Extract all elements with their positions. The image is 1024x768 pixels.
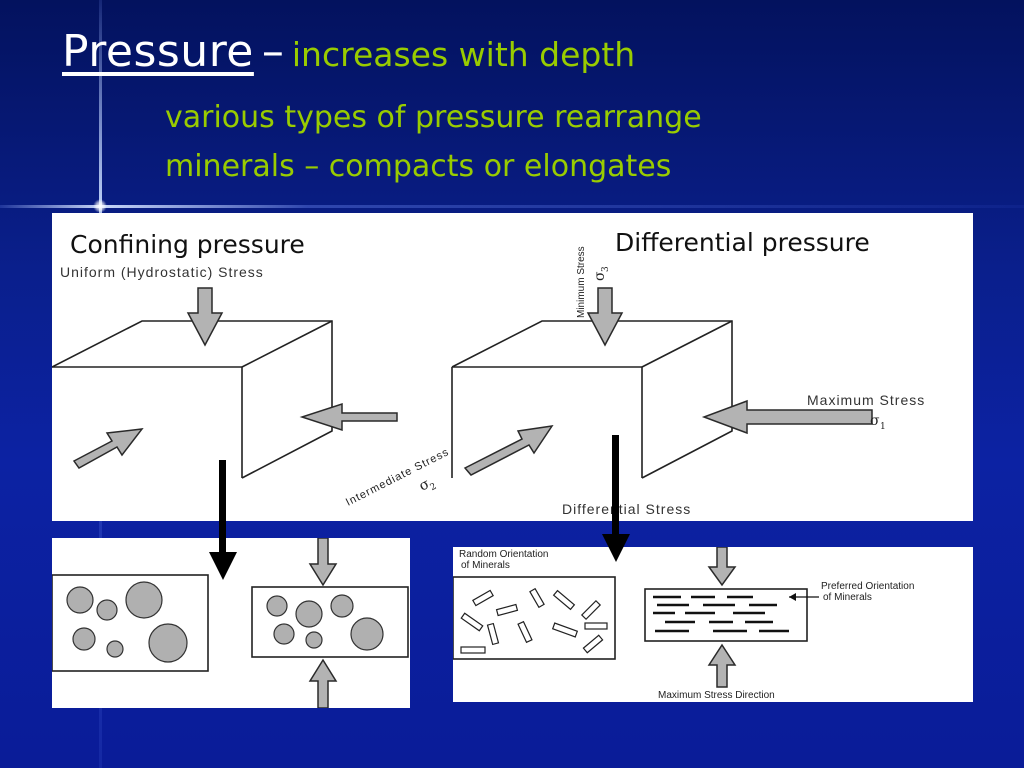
mineral-grain <box>582 634 604 654</box>
aligned-mineral-grains <box>653 595 789 633</box>
svg-text:σ: σ <box>870 413 880 429</box>
differential-cube <box>451 320 733 479</box>
decorative-sparkle <box>93 199 107 213</box>
left-side-arrow <box>299 402 398 432</box>
subtitle-line-1: various types of pressure rearrange <box>165 100 702 135</box>
right-front-arrow <box>463 425 554 476</box>
differential-stress-caption: Differential Stress <box>562 501 691 517</box>
grain-compaction-panel <box>52 538 410 708</box>
top-compression-arrow <box>308 538 338 587</box>
title-dash: – <box>261 26 284 77</box>
preferred-orientation-label: Preferred Orientation <box>821 581 914 592</box>
mineral-grain <box>472 589 494 607</box>
maximum-stress-label: Maximum Stress <box>807 392 925 408</box>
compressed-box <box>251 586 409 658</box>
grain-circle <box>273 623 295 645</box>
down-arrow-confining <box>209 460 237 580</box>
preferred-pointer <box>789 593 819 601</box>
preferred-orientation-label-2: of Minerals <box>823 592 872 603</box>
grain-circle <box>350 617 384 651</box>
decorative-horizontal-line <box>0 205 1024 208</box>
random-minerals-box <box>453 576 616 660</box>
mineral-grain <box>486 622 500 646</box>
grain-circle <box>125 581 163 619</box>
mineral-orientation-diagram: Random Orientation of Minerals <box>453 547 914 701</box>
down-arrow-differential <box>602 435 630 562</box>
mineral-grain <box>552 589 576 611</box>
svg-text:3: 3 <box>601 266 611 272</box>
bottom-stress-arrow <box>707 643 737 688</box>
uniform-stress-caption: Uniform (Hydrostatic) Stress <box>60 264 264 280</box>
sigma-3-label: σ 3 <box>592 266 611 281</box>
grain-circle <box>148 623 188 663</box>
mineral-grain <box>584 622 608 630</box>
mineral-grain <box>529 587 545 609</box>
left-front-arrow <box>72 428 144 469</box>
stress-diagram: Confining pressure Uniform (Hydrostatic)… <box>52 228 925 517</box>
intermediate-stress-label: Intermediate Stress <box>344 446 451 509</box>
title-rest: increases with depth <box>291 35 636 74</box>
title-word: Pressure <box>62 26 254 77</box>
svg-text:1: 1 <box>880 422 886 432</box>
right-top-arrow <box>586 287 624 347</box>
svg-text:σ: σ <box>592 271 608 281</box>
mineral-grain <box>460 612 484 632</box>
svg-text:2: 2 <box>429 482 439 494</box>
sigma-2-label: σ 2 <box>417 476 439 495</box>
grain-circle <box>96 599 118 621</box>
sigma-1-label: σ 1 <box>870 413 886 432</box>
mineral-grain <box>460 646 486 654</box>
confining-pressure-label: Confining pressure <box>70 230 305 259</box>
uncompressed-box <box>52 574 209 672</box>
grain-circle <box>330 594 354 618</box>
mineral-grain <box>517 620 533 644</box>
preferred-minerals-box <box>644 588 808 642</box>
right-side-arrow <box>701 399 873 435</box>
stress-diagram-panel: Confining pressure Uniform (Hydrostatic)… <box>52 213 973 521</box>
grain-circle <box>66 586 94 614</box>
grain-circle <box>305 631 323 649</box>
maximum-stress-direction-label: Maximum Stress Direction <box>658 690 775 701</box>
differential-pressure-label: Differential pressure <box>615 228 870 257</box>
random-orientation-label: Random Orientation <box>459 549 549 560</box>
grain-circle <box>72 627 96 651</box>
mineral-grain <box>495 603 519 617</box>
mineral-grain <box>551 622 579 638</box>
grain-compaction-diagram <box>52 538 409 708</box>
grain-circle <box>266 595 288 617</box>
minimum-stress-label: Minimum Stress <box>576 246 587 318</box>
bottom-compression-arrow <box>308 658 338 708</box>
mineral-grain <box>580 599 602 621</box>
top-stress-arrow <box>707 547 737 587</box>
random-mineral-grains <box>460 587 608 654</box>
slide-title: Pressure–increases with depth <box>62 26 635 77</box>
mineral-orientation-panel: Random Orientation of Minerals <box>453 547 973 702</box>
grain-circle <box>295 600 323 628</box>
confining-cube <box>52 320 333 479</box>
grain-circle <box>106 640 124 658</box>
random-orientation-label-2: of Minerals <box>461 560 510 571</box>
subtitle-line-2: minerals – compacts or elongates <box>165 149 672 184</box>
left-top-arrow <box>186 287 224 347</box>
